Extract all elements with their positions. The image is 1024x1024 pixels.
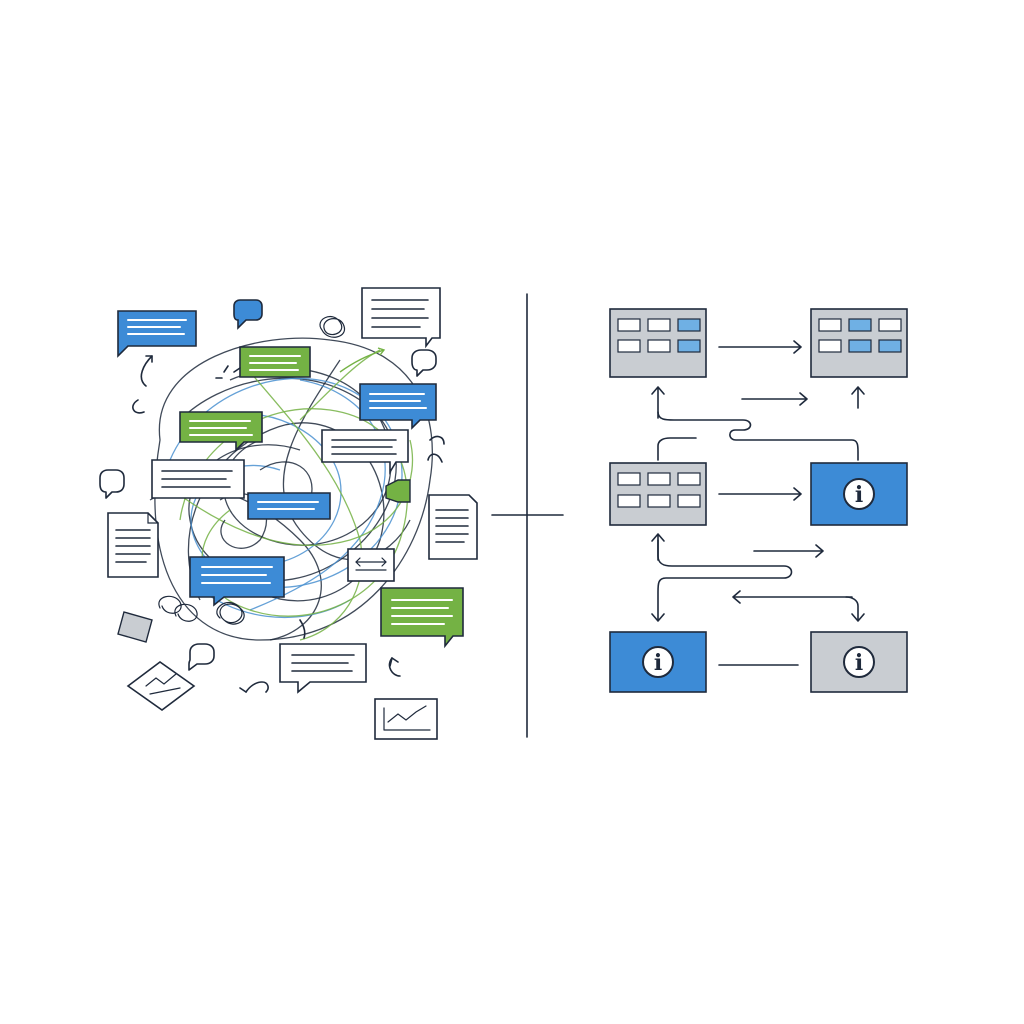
- chat-bubble-icon: [247, 492, 331, 520]
- flow-loop: [657, 411, 859, 461]
- info-icon: [843, 646, 875, 678]
- info-glyph: i: [654, 650, 662, 676]
- chat-bubble-icon: [385, 479, 411, 503]
- chat-bubble-icon: [239, 346, 311, 378]
- arrow-icon: [718, 340, 802, 354]
- arrow-icon: [132, 347, 445, 693]
- document-icon: [117, 611, 153, 643]
- chat-bubble-icon: [361, 287, 441, 349]
- document-icon: [107, 512, 159, 578]
- chat-bubble-icon: [380, 587, 464, 649]
- dashboard-node-2: [810, 308, 908, 378]
- flow-line: [657, 437, 697, 461]
- document-icon: [428, 494, 478, 560]
- arrow-icon: [741, 392, 808, 406]
- info-glyph: i: [855, 482, 863, 508]
- arrow-icon: [718, 487, 802, 501]
- chat-bubble-icon: [99, 469, 125, 499]
- info-node-2: i: [609, 631, 707, 693]
- chart-icon: [374, 698, 438, 740]
- chart-icon: [347, 548, 395, 582]
- arrow-icon: [732, 590, 853, 604]
- arrow-icon: [753, 544, 824, 558]
- chat-bubble-icon: [279, 643, 367, 694]
- info-icon: [843, 478, 875, 510]
- flow-connectors: [651, 340, 865, 666]
- info-node-3: i: [810, 631, 908, 693]
- dashboard-node-3: [609, 462, 707, 526]
- chat-bubble-icon: [188, 643, 215, 671]
- chat-bubble-icon: [117, 310, 197, 358]
- chat-bubble-icon: [411, 349, 437, 377]
- chat-bubble-icon: [233, 299, 263, 330]
- info-node-1: i: [810, 462, 908, 526]
- chart-icon: [126, 661, 196, 711]
- dashboard-node-1: [609, 308, 707, 378]
- arrow-icon: [851, 386, 865, 409]
- arrow-icon: [845, 596, 865, 622]
- flow-loop: [651, 539, 793, 622]
- chat-bubble-icon: [151, 459, 245, 499]
- chat-bubble-icon: [359, 383, 437, 430]
- chat-bubble-icon: [179, 411, 263, 452]
- info-icon: [642, 646, 674, 678]
- info-glyph: i: [855, 650, 863, 676]
- chat-bubble-icon: [189, 556, 285, 607]
- chat-bubble-icon: [321, 429, 409, 475]
- scribble-icon: [158, 316, 346, 625]
